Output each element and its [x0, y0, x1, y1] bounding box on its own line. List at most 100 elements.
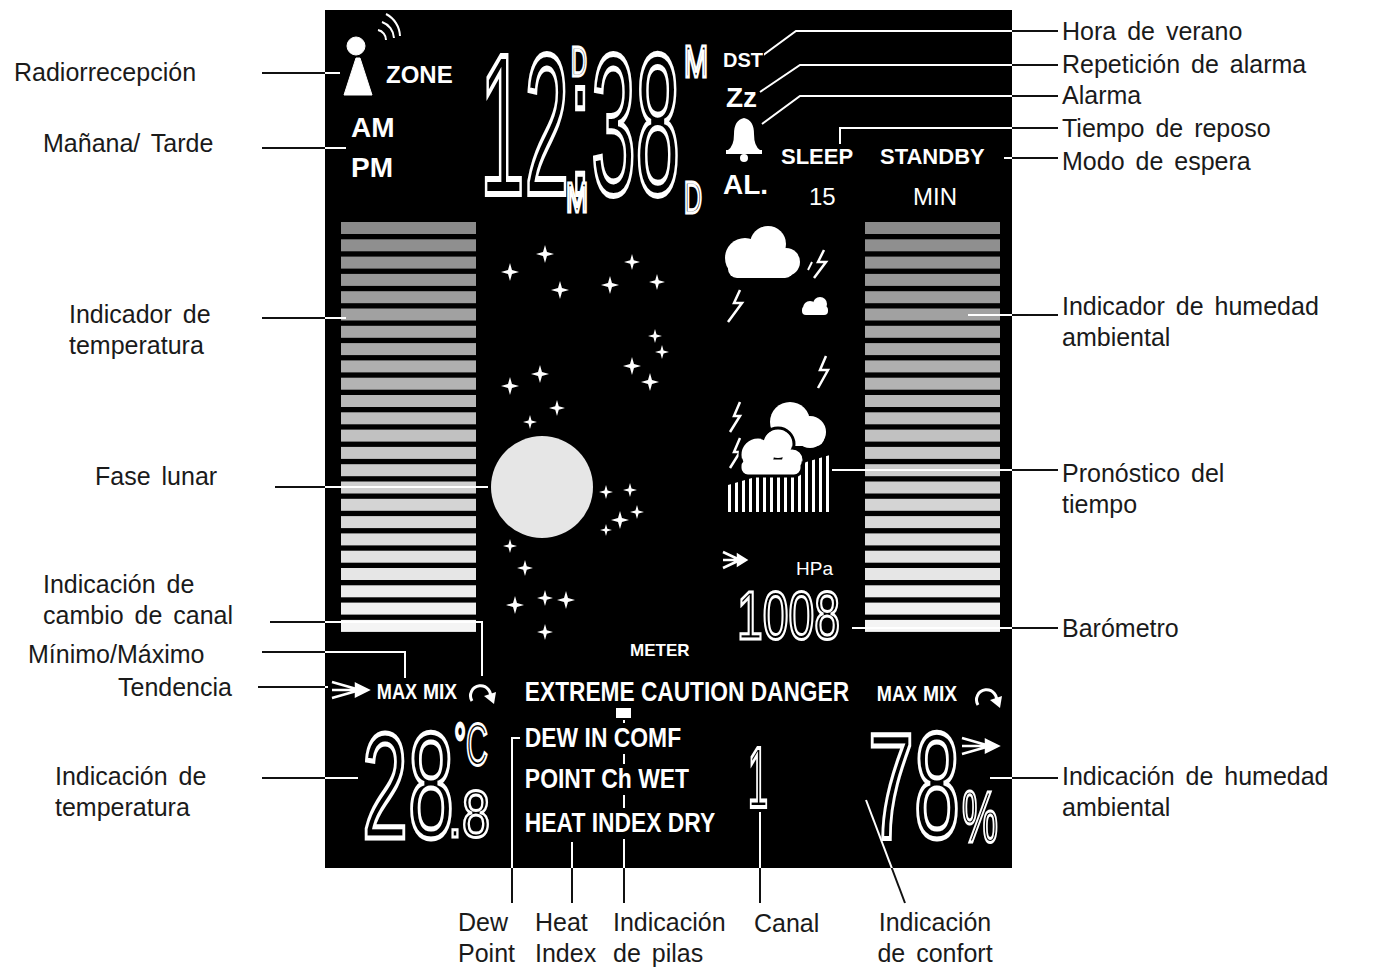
lcd-digits: 1008 [737, 581, 840, 650]
humidity-bar [865, 343, 1000, 355]
temp-bar [341, 395, 476, 407]
callout-label: Indicación de cambio de canal [43, 569, 258, 631]
star [630, 505, 644, 519]
callout-label: Radiorrecepción [14, 57, 196, 88]
star [648, 329, 662, 343]
callout-label: Indicación de pilas [613, 907, 753, 969]
lcd-text: MIX [422, 679, 458, 704]
temp-bar [341, 499, 476, 511]
humidity-bar [865, 568, 1000, 580]
temp-bar [341, 360, 476, 372]
leader-line [852, 627, 1012, 629]
temp-bar [341, 239, 476, 251]
callout-label: Pronóstico del tiempo [1062, 458, 1277, 520]
callout-label: Indicación de temperatura [55, 761, 255, 823]
temp-bar [341, 343, 476, 355]
lcd-text: DST [722, 49, 764, 72]
star [641, 373, 659, 391]
humidity-bar [865, 274, 1000, 286]
leader-line [1004, 157, 1012, 159]
star [537, 590, 553, 606]
star [623, 357, 641, 375]
star [557, 591, 575, 609]
lcd-digits: % [962, 781, 998, 853]
lcd-text: DEW IN COMF [524, 723, 682, 754]
humidity-bar [865, 257, 1000, 269]
callout-label: Barómetro [1062, 613, 1179, 644]
leader-line [762, 96, 1012, 124]
temp-bar [341, 447, 476, 459]
star [501, 377, 519, 395]
lcd-text: Zz [725, 82, 758, 114]
leader-line [325, 622, 482, 676]
callout-label: Modo de espera [1062, 146, 1251, 177]
callout-label: Heat Index [535, 907, 607, 969]
leader-line [760, 65, 1012, 92]
star [531, 365, 549, 383]
humidity-bar [865, 482, 1000, 494]
leader-line [1004, 157, 1058, 159]
callout-label: Canal [754, 908, 819, 939]
humidity-bar [865, 585, 1000, 597]
callout-label: Indicación de humedad ambiental [1062, 761, 1347, 823]
callout-label: Indicación de confort [860, 907, 1010, 969]
lcd-text: HEAT INDEX DRY [524, 808, 716, 839]
lcd-digits: 28 [362, 711, 454, 861]
lcd-text: MAX [376, 679, 418, 704]
star [523, 415, 537, 429]
lcd-digits: 78 [868, 711, 960, 861]
callout-label: Mínimo/Máximo [28, 639, 204, 670]
star [599, 485, 613, 499]
leader-line [759, 812, 761, 903]
star [655, 345, 669, 359]
temp-bar [341, 603, 476, 615]
leader-line [258, 686, 328, 688]
callout-label: Indicador de temperatura [69, 299, 259, 361]
humidity-bar [865, 378, 1000, 390]
leader-line [262, 72, 340, 74]
lcd-text: STANDBY [879, 144, 986, 169]
leader-line [325, 686, 328, 688]
leader-line [325, 652, 405, 678]
lcd-digits: M [566, 177, 588, 219]
lcd-text: EXTREME CAUTION DANGER [524, 677, 850, 708]
lcd-text: PM [350, 152, 394, 184]
star [517, 560, 533, 576]
leader-line [760, 65, 1058, 92]
leader-line [325, 72, 340, 74]
leader-line [832, 469, 1058, 471]
leader-line [990, 777, 1058, 779]
star [551, 281, 569, 299]
temp-bar [341, 222, 476, 234]
lcd-digits: M [684, 40, 708, 84]
temp-bar [341, 533, 476, 545]
humidity-bar [865, 447, 1000, 459]
leader-line [968, 314, 1012, 316]
weather-icons [725, 226, 830, 512]
humidity-bar [865, 516, 1000, 528]
callout-label: Repetición de alarma [1062, 49, 1306, 80]
lcd-text: POINT Ch WET [524, 764, 690, 795]
temp-bar [341, 326, 476, 338]
humidity-bar [865, 395, 1000, 407]
leader-line [325, 777, 358, 779]
star [623, 483, 637, 497]
leader-line [762, 96, 1058, 124]
humidity-bar [865, 499, 1000, 511]
lcd-text: ZONE [385, 61, 454, 89]
star [503, 539, 517, 553]
callout-label: Dew Point [458, 907, 534, 969]
star [536, 245, 554, 263]
lcd-digits: 1 [748, 734, 768, 820]
lcd-digits: .8 [448, 781, 490, 848]
temp-bar [341, 378, 476, 390]
leader-line [990, 777, 1012, 779]
star [611, 511, 629, 529]
temp-bar [341, 464, 476, 476]
callout-label: Tendencia [118, 672, 232, 703]
leader-line [968, 314, 1058, 316]
temp-bar [341, 585, 476, 597]
callout-label: Tiempo de reposo [1062, 113, 1271, 144]
temp-bar [341, 412, 476, 424]
